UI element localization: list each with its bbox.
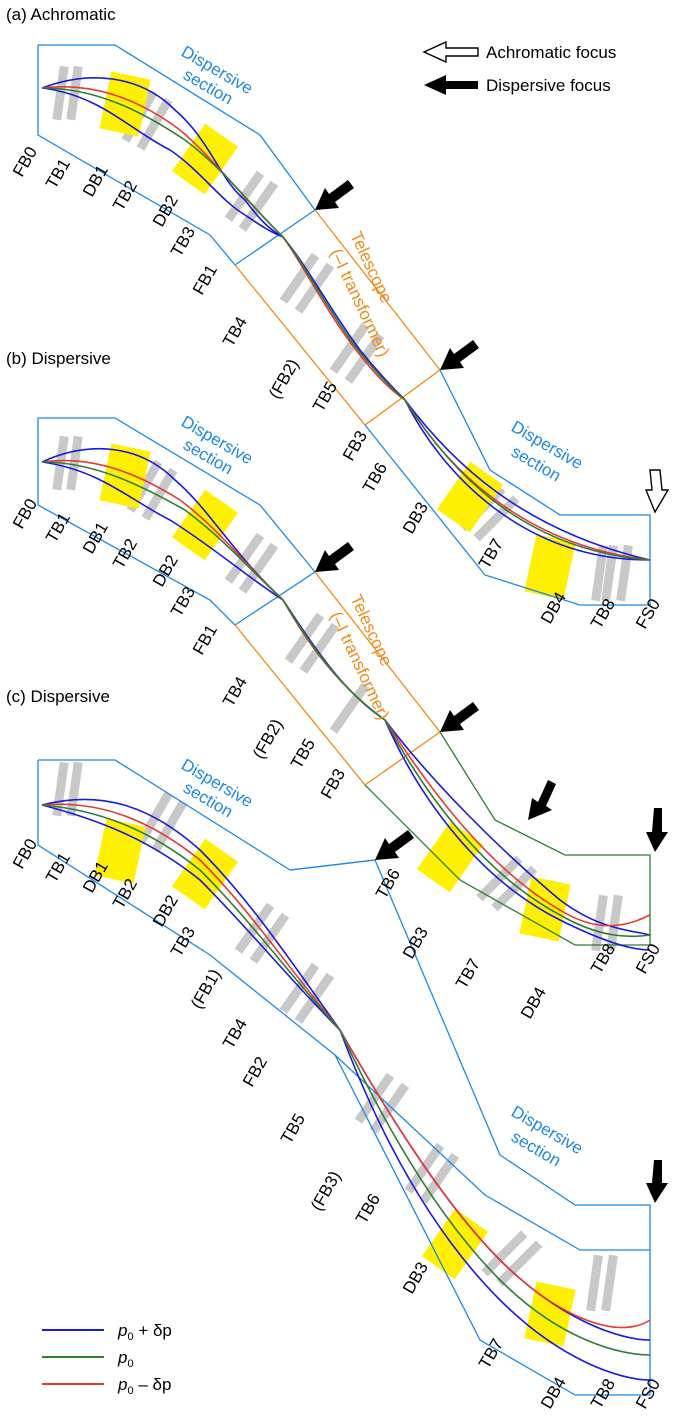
panel-b-dispersive-outline-1: [37, 417, 316, 626]
svg-text:FB0: FB0: [9, 495, 41, 532]
svg-text:DB4: DB4: [537, 1374, 570, 1412]
svg-text:DB3: DB3: [399, 1259, 432, 1297]
svg-text:TB3: TB3: [167, 923, 199, 960]
dispersive-arrow-icon: [424, 75, 478, 95]
svg-text:(FB3): (FB3): [307, 1168, 345, 1214]
svg-text:DB3: DB3: [399, 499, 432, 537]
svg-text:TB2: TB2: [109, 177, 141, 214]
svg-text:TB6: TB6: [372, 865, 404, 902]
svg-text:FB3: FB3: [317, 765, 349, 802]
panel-a-magnets: [52, 65, 385, 384]
panel-c-title: (c) Dispersive: [6, 687, 110, 706]
svg-text:TB3: TB3: [167, 223, 199, 260]
panel-c-tail-outline: [364, 731, 651, 946]
panel-c-dispersive-arrow-2: [528, 780, 556, 820]
svg-text:TB6: TB6: [352, 1190, 384, 1227]
panel-c: Dispersive section Dispersive section FB…: [9, 716, 668, 1412]
svg-text:TB1: TB1: [42, 155, 74, 192]
achromatic-arrow-icon: [422, 40, 479, 64]
svg-text:TB7: TB7: [452, 955, 484, 992]
svg-text:(FB2): (FB2): [249, 716, 287, 762]
arrow-legend: Achromatic focus Dispersive focus: [422, 40, 616, 95]
dispersive-focus-label: Dispersive focus: [486, 76, 611, 95]
legend-label-plus: p0 + δp: [117, 1321, 172, 1343]
svg-text:TB2: TB2: [109, 535, 141, 572]
ray-legend: p0 + δp p0 p0 – δp: [42, 1321, 172, 1397]
panel-b-dispersive-outline-2: [364, 369, 651, 606]
svg-text:TB2: TB2: [109, 875, 141, 912]
legend-label-minus: p0 – δp: [117, 1375, 171, 1397]
panel-c-dispersive-arrow-1: [375, 830, 414, 860]
panel-a-rays: [41, 77, 406, 401]
panel-b-dispersive-arrow-2: [440, 702, 479, 732]
svg-text:FS0: FS0: [632, 940, 664, 977]
svg-text:DB1: DB1: [79, 162, 112, 200]
svg-text:TB3: TB3: [167, 583, 199, 620]
svg-text:TB5: TB5: [287, 735, 319, 772]
svg-text:TB8: TB8: [587, 595, 619, 632]
panel-b-dispersive-arrow-1: [315, 542, 354, 572]
achromatic-focus-label: Achromatic focus: [486, 43, 616, 62]
svg-text:FB1: FB1: [189, 261, 221, 298]
svg-text:TB4: TB4: [219, 313, 251, 350]
panel-c-dispersive-arrow-3: [646, 808, 668, 852]
panel-b-title: (b) Dispersive: [6, 349, 111, 368]
panel-c-dispersive-outline-2: [289, 859, 651, 1396]
svg-text:TB1: TB1: [42, 849, 74, 886]
svg-text:FS0: FS0: [632, 595, 664, 632]
panel-c-rays: [41, 719, 651, 1381]
panel-a-dispersive-outline: [37, 44, 316, 266]
legend-label-zero: p0: [117, 1348, 134, 1370]
svg-text:TB7: TB7: [475, 1335, 507, 1372]
panel-b-location-labels: FB0 TB1 DB1 TB2 DB2 TB3 FB1 TB4 (FB2) TB…: [9, 356, 664, 710]
svg-text:TB5: TB5: [309, 378, 341, 415]
panel-b-achromatic-arrow: [644, 469, 670, 514]
panel-a-dispersive-arrow-2: [440, 340, 479, 370]
panel-a-dipoles: [99, 71, 239, 195]
panel-c-dispersive-arrow-4: [646, 1160, 668, 1203]
panel-a-dispersive-arrow-1: [315, 180, 354, 210]
panel-b: Dispersive section Dispersive section Te…: [9, 356, 670, 786]
svg-text:DB2: DB2: [149, 892, 182, 930]
svg-text:TB1: TB1: [42, 509, 74, 546]
svg-text:FB3: FB3: [339, 427, 371, 464]
svg-text:FB2: FB2: [239, 1053, 271, 1090]
svg-text:DB4: DB4: [517, 984, 550, 1022]
svg-text:FS0: FS0: [632, 1375, 664, 1412]
panel-b-dipoles: [99, 443, 576, 600]
svg-text:TB8: TB8: [587, 1375, 619, 1412]
svg-text:TB6: TB6: [359, 459, 391, 496]
svg-text:TB4: TB4: [219, 1015, 251, 1052]
svg-text:FB0: FB0: [9, 143, 41, 180]
svg-text:DB2: DB2: [149, 192, 182, 230]
svg-text:DB1: DB1: [79, 519, 112, 557]
svg-text:(FB2): (FB2): [265, 356, 303, 402]
svg-text:(FB1): (FB1): [187, 966, 225, 1012]
panel-b-rays: [41, 399, 651, 721]
panel-b-telescope-outline: [234, 571, 441, 786]
svg-text:FB0: FB0: [9, 835, 41, 872]
svg-text:DB2: DB2: [149, 552, 182, 590]
svg-text:TB4: TB4: [219, 673, 251, 710]
svg-text:FB1: FB1: [189, 621, 221, 658]
panel-a-title: (a) Achromatic: [6, 5, 116, 24]
svg-text:TB5: TB5: [277, 1110, 309, 1147]
